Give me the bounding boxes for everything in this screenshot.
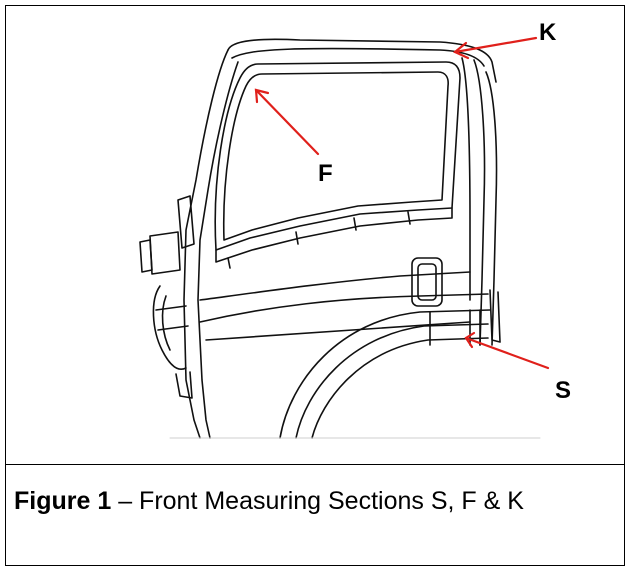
wheel-arch: [279, 309, 491, 439]
window-frame: [214, 61, 461, 251]
caption-divider: [5, 464, 625, 465]
door-outer-frame: [183, 49, 229, 439]
arrow-k: [453, 36, 538, 54]
truck-cab-door-drawing: K F S: [139, 19, 571, 439]
label-k: K: [539, 19, 557, 46]
label-f: F: [318, 160, 333, 187]
figure-caption: Figure 1 – Front Measuring Sections S, F…: [14, 486, 614, 517]
caption-text: – Front Measuring Sections S, F & K: [111, 487, 524, 515]
arrow-s: [464, 336, 550, 370]
side-mirror: [149, 231, 181, 275]
caption-label: Figure 1: [14, 487, 112, 515]
figure-frame: [5, 5, 625, 566]
rear-pillar: [485, 71, 498, 346]
roof-outline: [227, 38, 497, 83]
door-handle: [411, 257, 443, 307]
label-s: S: [555, 377, 571, 404]
arrow-f: [254, 88, 320, 156]
